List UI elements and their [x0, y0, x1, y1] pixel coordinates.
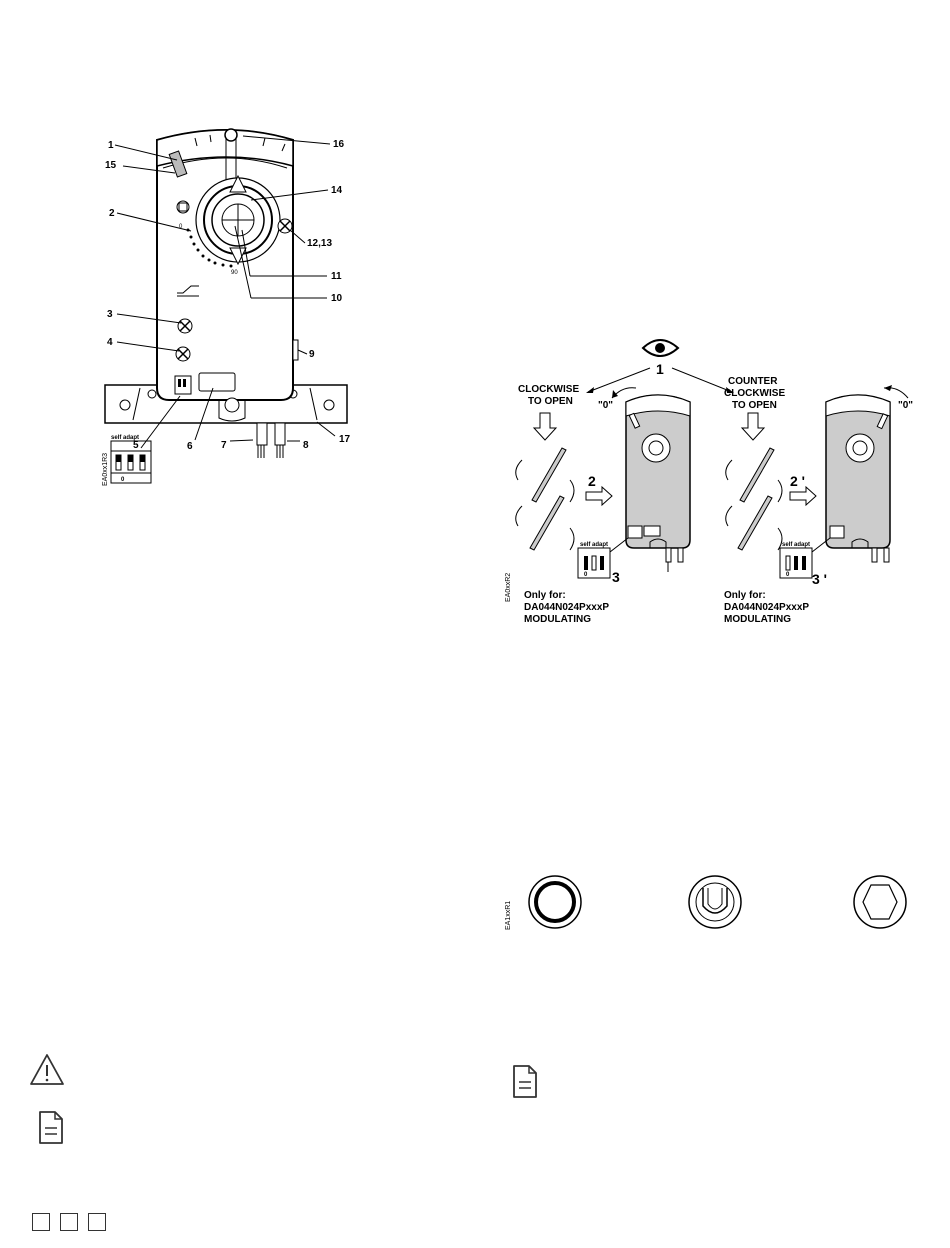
- footer-box: [88, 1213, 106, 1231]
- switch-label-left: self adapt: [580, 542, 608, 548]
- shaft-adapters-diagram: EA1xxR1: [500, 868, 920, 938]
- step-3: 3: [612, 569, 620, 585]
- callout-16: 16: [333, 139, 345, 150]
- figure-code: EA1xxR1: [505, 901, 512, 930]
- eye-icon: [643, 340, 678, 356]
- right-heading-line-3: TO OPEN: [732, 400, 777, 411]
- note-right-line-3: MODULATING: [724, 614, 791, 625]
- callout-6: 6: [187, 441, 193, 452]
- dial-mark-90: 90: [231, 270, 238, 276]
- dip-switch-left: self adapt 0: [578, 542, 610, 578]
- zero-label-left: "0": [598, 400, 613, 411]
- damper-blades-right: [726, 448, 782, 550]
- right-heading-line-2: CLOCKWISE: [724, 388, 785, 399]
- note-icon: [510, 1064, 540, 1100]
- callout-15: 15: [105, 160, 117, 171]
- callout-1: 1: [108, 140, 114, 151]
- callout-7: 7: [221, 440, 227, 451]
- callout-12-13: 12,13: [307, 238, 332, 249]
- note-left-line-1: Only for:: [524, 590, 566, 601]
- zero-label-right: "0": [898, 400, 913, 411]
- note-left-line-2: DA044N024PxxxP: [524, 602, 609, 613]
- dip-switch-right: self adapt 0: [780, 542, 812, 578]
- callout-8: 8: [303, 440, 309, 451]
- callout-10: 10: [331, 293, 343, 304]
- switch-label-right: self adapt: [782, 542, 810, 548]
- round-shaft-adapter: [529, 876, 581, 928]
- callout-11: 11: [331, 271, 342, 282]
- step-1: 1: [656, 361, 664, 377]
- square-shaft-adapter: [689, 876, 741, 928]
- footer-box: [32, 1213, 50, 1231]
- left-heading-line-2: TO OPEN: [528, 396, 573, 407]
- callout-17: 17: [339, 434, 351, 445]
- note-right-line-1: Only for:: [724, 590, 766, 601]
- callout-3: 3: [107, 309, 113, 320]
- rotation-direction-diagram: 1 CLOCKWISE TO OPEN COUNTER CLOCKWISE TO…: [500, 330, 920, 625]
- damper-blades-left: [516, 448, 574, 550]
- right-heading-line-1: COUNTER: [728, 376, 778, 387]
- figure-code: EA0xx1R3: [102, 453, 109, 486]
- actuator-right: [826, 395, 890, 562]
- callout-5: 5: [133, 440, 139, 451]
- note-left-line-3: MODULATING: [524, 614, 591, 625]
- callout-2: 2: [109, 208, 115, 219]
- step-2b: 2 ': [790, 473, 805, 489]
- figure-code: EA0xxR2: [505, 573, 512, 602]
- callout-9: 9: [309, 349, 315, 360]
- callout-14: 14: [331, 185, 343, 196]
- step-2: 2: [588, 473, 596, 489]
- left-heading-line-1: CLOCKWISE: [518, 384, 579, 395]
- actuator-left: [626, 395, 690, 572]
- note-icon: [36, 1110, 66, 1146]
- hex-shaft-adapter: [854, 876, 906, 928]
- warning-icon: [28, 1052, 66, 1088]
- actuator-parts-diagram: 0 90 self adapt 0 EA0xx1R3: [95, 118, 365, 508]
- footer-box: [60, 1213, 78, 1231]
- callout-4: 4: [107, 337, 113, 348]
- note-right-line-2: DA044N024PxxxP: [724, 602, 809, 613]
- step-3b: 3 ': [812, 571, 827, 587]
